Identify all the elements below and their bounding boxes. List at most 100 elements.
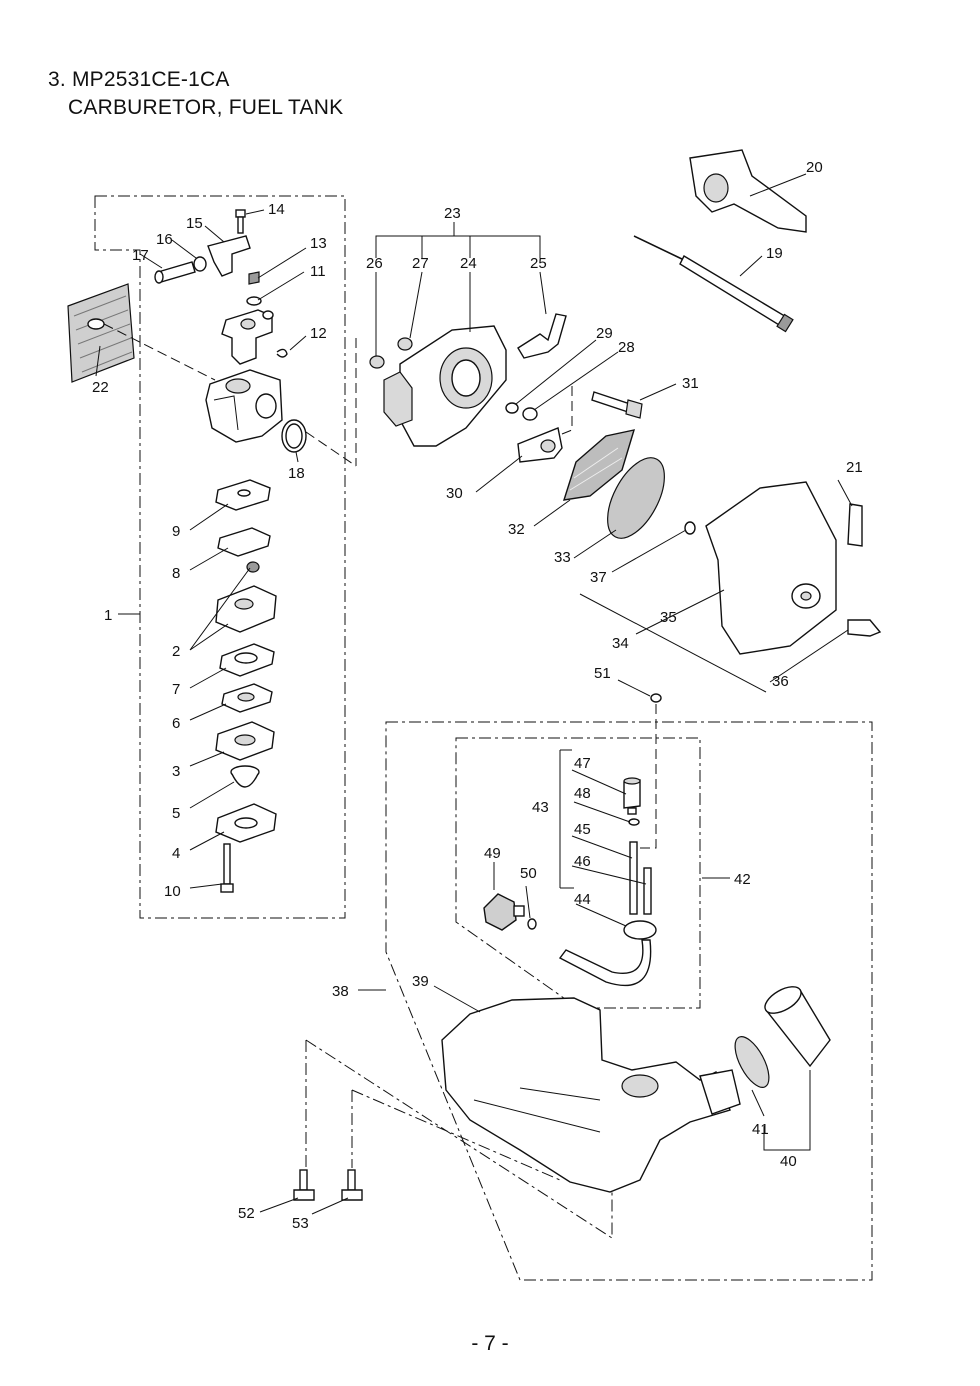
washer-16-part xyxy=(193,256,207,272)
plate-4-part xyxy=(215,803,277,843)
callout-15: 15 xyxy=(186,215,203,232)
diaphragm-8-part xyxy=(217,527,271,557)
bracket-23 xyxy=(375,222,541,258)
callout-3: 3 xyxy=(172,763,180,780)
callout-53: 53 xyxy=(292,1215,309,1232)
oring-48-part xyxy=(628,818,640,826)
callout-33: 33 xyxy=(554,549,571,566)
callout-23: 23 xyxy=(444,205,461,222)
bolt-53-part xyxy=(341,1169,363,1201)
filter-49-part xyxy=(483,893,525,931)
bolt-31-part xyxy=(591,391,643,419)
fuel-cap-47-part xyxy=(623,777,641,815)
bracket-40 xyxy=(763,1070,811,1151)
callout-49: 49 xyxy=(484,845,501,862)
callout-11: 11 xyxy=(310,263,326,280)
fuel-tank-39-part xyxy=(441,997,741,1193)
callout-26: 26 xyxy=(366,255,383,272)
air-cleaner-case-24-part xyxy=(383,325,507,447)
callout-13: 13 xyxy=(310,235,327,252)
gasket-41-part xyxy=(734,1036,770,1088)
knob-36-part xyxy=(847,619,882,637)
callout-18: 18 xyxy=(288,465,305,482)
callout-32: 32 xyxy=(508,521,525,538)
callout-6: 6 xyxy=(172,715,180,732)
leader-18 xyxy=(305,431,357,467)
guide-52 xyxy=(305,1039,613,1239)
screen-32-part xyxy=(562,429,636,501)
callout-45: 45 xyxy=(574,821,591,838)
callout-30: 30 xyxy=(446,485,463,502)
screw-14-part xyxy=(235,209,246,234)
page-number: - 7 - xyxy=(471,1332,509,1355)
callout-17: 17 xyxy=(132,247,149,264)
callout-40: 40 xyxy=(780,1153,797,1170)
diaphragm-6-part xyxy=(221,683,273,713)
throttle-cable-19-part xyxy=(633,235,794,333)
air-filter-part xyxy=(67,283,216,383)
callout-1: 1 xyxy=(104,607,112,624)
primer-bulb-5-part xyxy=(230,765,260,788)
carburetor-body-part xyxy=(205,369,283,443)
throttle-lever-20-part xyxy=(689,149,807,233)
throttle-body-part xyxy=(221,309,274,365)
callout-10: 10 xyxy=(164,883,181,900)
grommet-44-part xyxy=(558,920,657,987)
callout-12: 12 xyxy=(310,325,327,342)
washer-29-part xyxy=(505,402,519,414)
callout-52: 52 xyxy=(238,1205,255,1222)
callout-28: 28 xyxy=(618,339,635,356)
screw-10-part xyxy=(220,843,234,893)
bracket-30-part xyxy=(517,427,563,463)
callout-2: 2 xyxy=(172,643,180,660)
part-13 xyxy=(248,271,260,285)
collar-26-part xyxy=(369,355,385,369)
callout-46: 46 xyxy=(574,853,591,870)
bracket-43 xyxy=(559,749,574,889)
leader-51 xyxy=(638,704,657,849)
screw-17-part xyxy=(154,261,196,284)
callout-36: 36 xyxy=(772,673,789,690)
callout-44: 44 xyxy=(574,891,591,908)
page-subtitle: CARBURETOR, FUEL TANK xyxy=(68,96,344,119)
callout-14: 14 xyxy=(268,201,285,218)
callout-4: 4 xyxy=(172,845,180,862)
case-guides xyxy=(355,338,573,466)
callout-41: 41 xyxy=(752,1121,769,1138)
callout-9: 9 xyxy=(172,523,180,540)
element-33-part xyxy=(607,457,665,539)
callout-labels: 1 2 3 4 5 6 7 8 9 10 11 12 13 14 15 16 1… xyxy=(92,159,863,1232)
callout-27: 27 xyxy=(412,255,429,272)
fuel-tank-assembly-outline xyxy=(385,721,873,1281)
page-title: 3. MP2531CE-1CA xyxy=(48,68,230,91)
callout-7: 7 xyxy=(172,681,180,698)
callout-5: 5 xyxy=(172,805,180,822)
callout-21: 21 xyxy=(846,459,863,476)
callout-24: 24 xyxy=(460,255,477,272)
callout-19: 19 xyxy=(766,245,783,262)
guide-53 xyxy=(351,1089,561,1181)
callout-22: 22 xyxy=(92,379,109,396)
callout-35: 35 xyxy=(660,609,677,626)
callout-8: 8 xyxy=(172,565,180,582)
gasket-9-part xyxy=(215,479,271,511)
callout-39: 39 xyxy=(412,973,429,990)
gasket-7-part xyxy=(219,643,275,677)
washer-28-part xyxy=(522,407,538,421)
callout-37: 37 xyxy=(590,569,607,586)
callout-20: 20 xyxy=(806,159,823,176)
callout-34: 34 xyxy=(612,635,629,652)
collar-27-part xyxy=(397,337,413,351)
pipe-45-46-part xyxy=(629,841,652,915)
clip-50-part xyxy=(527,918,537,930)
callout-43: 43 xyxy=(532,799,549,816)
cover-3-part xyxy=(215,721,275,761)
label-21-part xyxy=(847,503,863,547)
callout-16: 16 xyxy=(156,231,173,248)
fuel-cap-40-part xyxy=(764,986,831,1068)
leader-lines xyxy=(95,173,853,1215)
callout-25: 25 xyxy=(530,255,547,272)
plate-15-part xyxy=(207,235,251,277)
lever-25-part xyxy=(517,313,567,359)
callout-47: 47 xyxy=(574,755,591,772)
